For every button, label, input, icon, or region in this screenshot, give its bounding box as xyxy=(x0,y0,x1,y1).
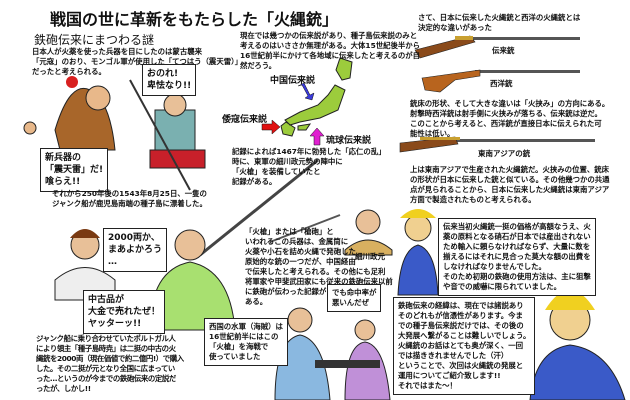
japanese-gun-image xyxy=(414,35,580,59)
purchase-narration: ジャンク船に乗り合わせていたポルトガル人 により領主「種子島時尭」は二挺の中古の… xyxy=(36,334,184,393)
closing-speech-bubble: 鉄砲伝来の経緯は、現在では諸説あり そのどれもが信憑性があります。今ま での種子… xyxy=(393,297,536,395)
japan-map xyxy=(280,57,353,137)
ryukyu-arrow-icon xyxy=(309,127,325,146)
lord-tokitaka-illustration xyxy=(149,229,236,331)
southeast-asian-gun-image xyxy=(399,136,595,153)
stock-narration: 銃床の形状、そして大きな違いは「火挟み」の方向にある。 射撃時西洋銃は射手側に火… xyxy=(410,99,610,138)
page-title: 戦国の世に革新をもたらした「火縄銃」 xyxy=(50,10,339,29)
samurai-illustration xyxy=(129,79,206,191)
samurai-speech-bubble: おのれ! 卑怯なり!! xyxy=(142,64,197,96)
ryukyu-theory-label: 琉球伝来説 xyxy=(326,136,372,146)
arrival-narration: それから250年後の1543年8月25日、一隻の ジャンク船が鹿児島南端の種子島… xyxy=(52,189,207,208)
hosokawa-name-label: 細川政元 xyxy=(355,252,385,261)
southeast-narration: 上は東南アジアで生産された火縄銃だ。火挟みの位置、銃床 の形状が日本に伝来した銃… xyxy=(410,165,610,204)
pirates-speech-bubble: 西国の水軍（海賊）は 16世紀前半にはこの 「火槍」を海戦で 使っていました xyxy=(204,318,288,366)
merchant-speech-bubble: 中古品が 大金で売れたぜ！ ヤッターッ!! xyxy=(83,290,166,334)
record-narration: 記録によれば1467年に勃発した「応仁の乱」 時に、東軍の細川政元勢の陣中に 「… xyxy=(232,147,386,186)
theories-narration: 現在では幾つかの伝来説があり、種子島伝来説のみと 考えるのはいささか無理がある。… xyxy=(240,31,421,70)
southeast-asian-gun-label: 東南アジアの銃 xyxy=(478,149,531,158)
difference-narration: さて、日本に伝来した火縄銃と西洋の火縄銃とは 決定的な違いがあった xyxy=(418,13,581,32)
hiyari-spear-image xyxy=(199,158,319,257)
mongol-soldier-illustration xyxy=(23,76,116,151)
wako-theory-label: 倭寇伝来説 xyxy=(222,115,268,125)
western-gun-label: 西洋銃 xyxy=(490,79,513,88)
hiyari-narration: 「火槍」または「槍砲」と いわれるこの兵器は、金属筒に 火薬や小石を詰め火縄で発… xyxy=(245,227,393,306)
armored-woman-illustration xyxy=(397,209,439,296)
price-speech-bubble: 伝来当初火縄銃一挺の価格が高額なうえ、火 薬の原料となる硝石が日本では産出されな… xyxy=(438,218,596,296)
narrator-woman-illustration xyxy=(529,290,626,400)
western-gun-image xyxy=(421,69,580,93)
lord-speech-bubble: 2000両か、 まあよかろう … xyxy=(103,228,168,272)
hosokawa-masamoto-illustration xyxy=(344,209,393,256)
intro-text: 日本人が火薬を使った兵器を目にしたのは蒙古襲来 「元寇」のおり、モンゴル軍が使用… xyxy=(32,47,243,76)
hiyari-barrel-image xyxy=(269,214,341,243)
china-theory-label: 中国伝来説 xyxy=(270,76,316,86)
accuracy-speech-bubble: でも命中率が 悪いんだぜ xyxy=(327,284,382,312)
wako-arrow-icon xyxy=(261,119,281,135)
japanese-gun-label: 伝来銃 xyxy=(492,46,515,55)
china-arrow-icon xyxy=(297,82,315,101)
pirate-gunner-illustration xyxy=(274,307,391,400)
mongol-speech-bubble: 新兵器の 「震天雷」だ! 喰らえ!! xyxy=(40,148,109,192)
section-subtitle: 鉄砲伝来にまつわる謎 xyxy=(34,33,155,47)
